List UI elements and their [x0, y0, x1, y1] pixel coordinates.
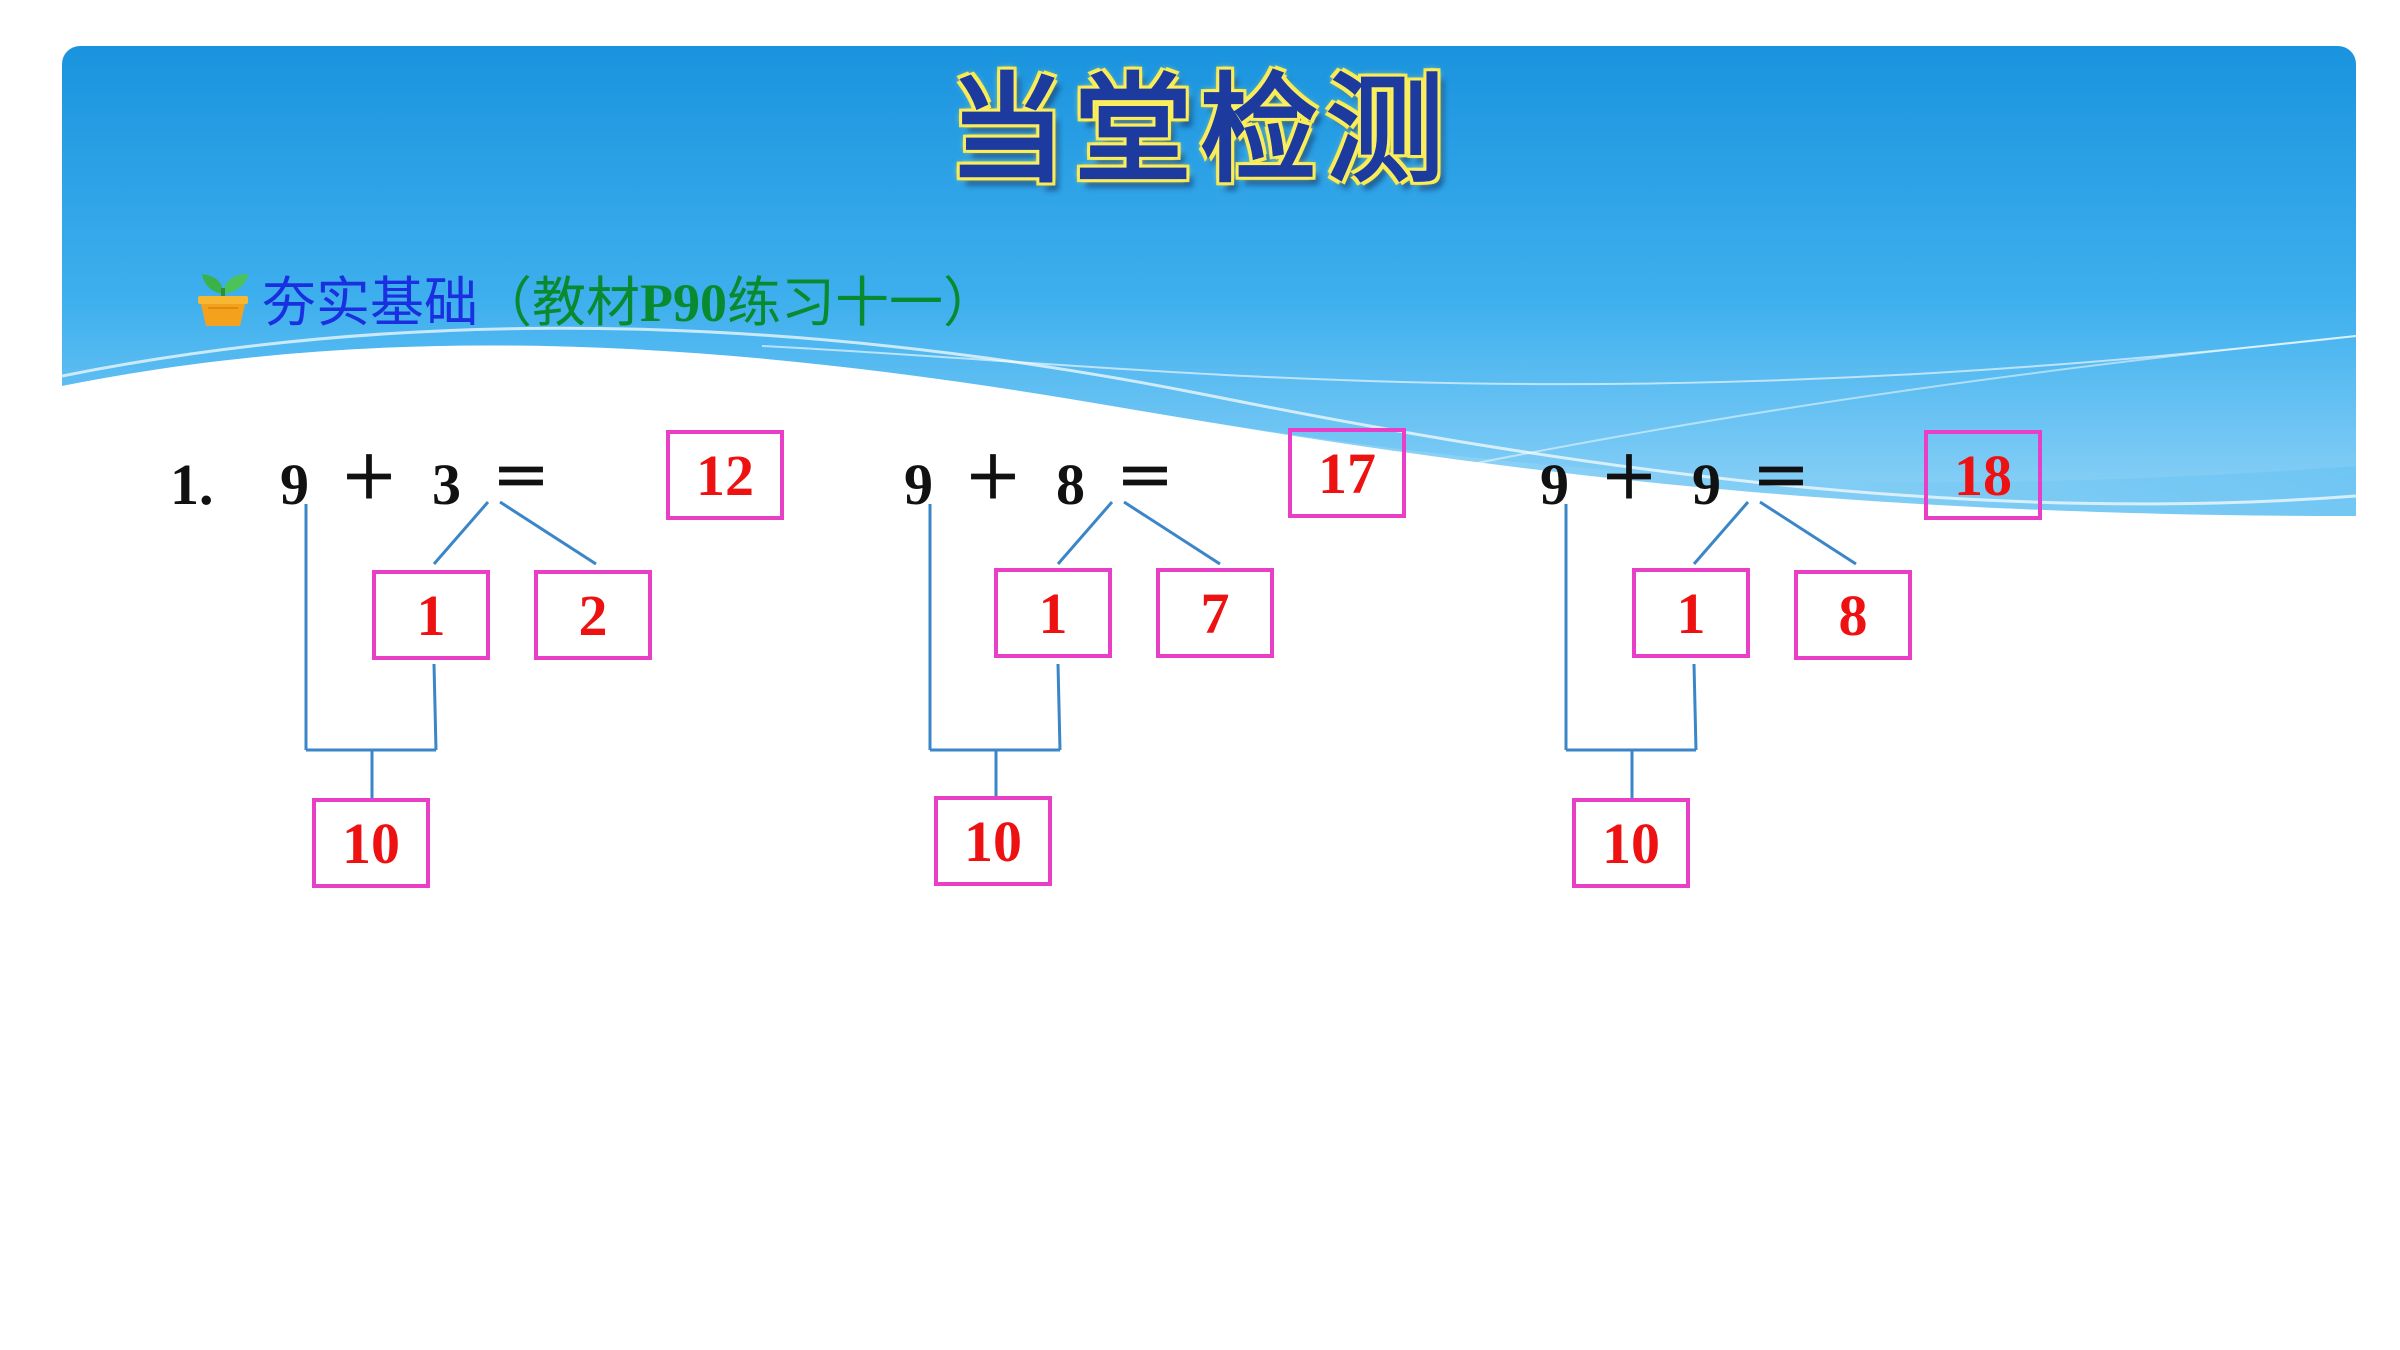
answer-value: 17	[1318, 440, 1376, 506]
addend-b: 3	[432, 452, 461, 517]
plus-sign: ＋	[964, 446, 1023, 511]
ten-value: 10	[342, 810, 400, 876]
ten-box[interactable]: 10	[934, 796, 1052, 886]
page-title: 当堂检测	[947, 61, 1452, 199]
problem-number: 1.	[170, 452, 214, 517]
addend-a: 9	[904, 452, 933, 517]
answer-box[interactable]: 17	[1288, 428, 1406, 518]
connector-line	[1123, 500, 1221, 566]
split-right-value: 7	[1200, 580, 1230, 646]
reference-close: 练习十一）	[727, 270, 997, 334]
split-right-box[interactable]: 8	[1794, 570, 1912, 660]
banner-background	[62, 46, 2356, 516]
connector-line	[1692, 663, 1698, 751]
connector-line	[1056, 501, 1114, 565]
reference-open: （教材	[478, 270, 640, 334]
connector-line	[1056, 663, 1062, 751]
answer-box[interactable]: 18	[1924, 430, 2042, 520]
split-right-value: 8	[1838, 582, 1868, 648]
equals-sign: ＝	[492, 446, 551, 511]
problem-2-connectors	[928, 500, 1221, 798]
sprout-pot-icon	[198, 274, 248, 326]
connector-line	[432, 501, 490, 565]
answer-box[interactable]: 12	[666, 430, 784, 520]
problem-3-connectors	[1564, 500, 1857, 798]
addend-b: 9	[1692, 452, 1721, 517]
split-left-value: 1	[1676, 580, 1706, 646]
section-heading-reference: （教材P90练习十一）	[478, 258, 997, 337]
split-right-value: 2	[578, 582, 608, 648]
section-heading-main: 夯实基础	[262, 270, 478, 334]
split-right-box[interactable]: 7	[1156, 568, 1274, 658]
addend-a: 9	[1540, 452, 1569, 517]
connector-line	[1759, 500, 1857, 566]
split-left-value: 1	[416, 582, 446, 648]
ten-box[interactable]: 10	[1572, 798, 1690, 888]
answer-value: 18	[1954, 442, 2012, 508]
split-left-box[interactable]: 1	[372, 570, 490, 660]
equals-sign: ＝	[1116, 446, 1175, 511]
problem-1-connectors	[304, 500, 597, 798]
addend-a: 9	[280, 452, 309, 517]
plus-sign: ＋	[1600, 446, 1659, 511]
split-right-box[interactable]: 2	[534, 570, 652, 660]
split-left-value: 1	[1038, 580, 1068, 646]
answer-value: 12	[696, 442, 754, 508]
connector-line	[499, 500, 597, 566]
reference-page: P90	[640, 272, 727, 333]
ten-value: 10	[964, 808, 1022, 874]
addend-b: 8	[1056, 452, 1085, 517]
split-left-box[interactable]: 1	[1632, 568, 1750, 658]
section-heading: 夯实基础 （教材P90练习十一）	[188, 262, 997, 334]
connector-line	[432, 663, 438, 751]
ten-value: 10	[1602, 810, 1660, 876]
ten-box[interactable]: 10	[312, 798, 430, 888]
split-left-box[interactable]: 1	[994, 568, 1112, 658]
plus-sign: ＋	[340, 446, 399, 511]
connector-line	[1692, 501, 1750, 565]
equals-sign: ＝	[1752, 446, 1811, 511]
header-banner	[62, 46, 2356, 516]
